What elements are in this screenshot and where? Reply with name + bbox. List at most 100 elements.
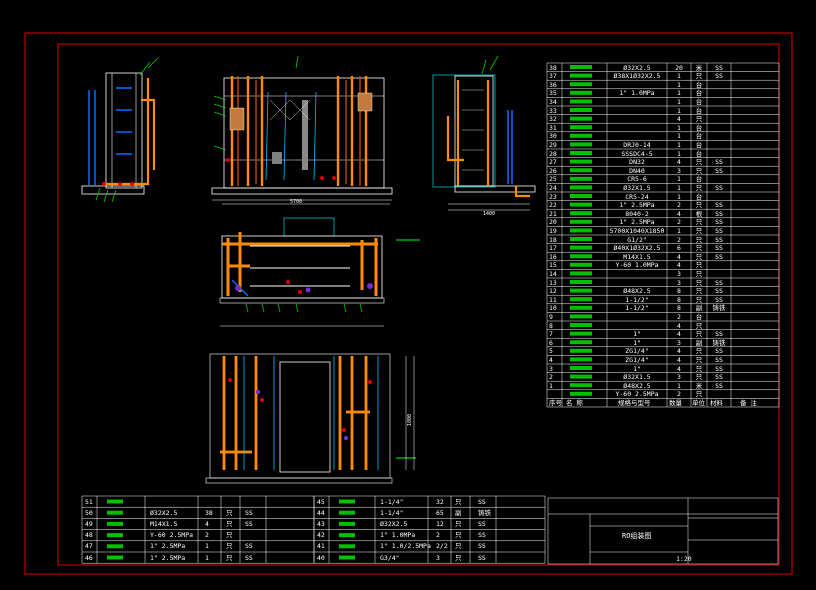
bom-name-block [570, 65, 592, 69]
bom-item-number: 4 [549, 355, 553, 364]
bom-item-qty: 65 [436, 508, 444, 517]
bom-item-number: 8 [549, 321, 553, 330]
bom-name-block [107, 533, 123, 538]
bom-item-qty: 1 [677, 72, 681, 81]
bom-header-cell: 名 称 [566, 398, 583, 407]
bom-name-block [570, 202, 592, 207]
bom-item-material: SS [715, 252, 723, 261]
bom-item-qty: 2 [677, 235, 681, 244]
bom-item-qty: 4 [677, 209, 681, 218]
bom-item-qty: 4 [677, 261, 681, 270]
bom-item-spec: Ø48X2.5 [623, 287, 651, 296]
bom-item-material: SS [245, 519, 253, 528]
bom-item-material: 铸铁 [712, 304, 726, 313]
bom-item-qty: 1 [677, 97, 681, 106]
bom-header-cell: 单位 [692, 398, 705, 407]
bom-name-block [570, 366, 592, 370]
bom-item-qty: 1 [205, 542, 209, 551]
bom-name-block [570, 245, 592, 250]
bom-name-block [570, 194, 592, 198]
bom-item-unit: 台 [695, 312, 703, 321]
bom-item-spec: 1" [633, 364, 641, 373]
bom-item-spec: G3/4" [380, 553, 400, 562]
bom-item-number: 11 [549, 295, 557, 304]
bom-item-number: 6 [549, 338, 553, 347]
bom-item-spec: Ø48X2.5 [623, 381, 651, 390]
bom-item-number: 27 [549, 158, 557, 167]
bom-name-block [570, 314, 592, 319]
bom-name-block [570, 280, 592, 284]
bom-item-number: 33 [549, 106, 557, 115]
bom-item-material: SS [245, 508, 253, 517]
bom-item-qty: 2 [677, 390, 681, 399]
bom-name-block [570, 168, 592, 173]
bom-item-unit: 只 [695, 158, 703, 167]
bom-item-qty: 1 [205, 553, 209, 562]
bom-item-spec: SSSDC4-5 [621, 149, 653, 158]
bom-item-number: 2 [549, 373, 553, 382]
bom-item-spec: Ø32X2.5 [150, 508, 178, 517]
drawing-scale: 1:20 [676, 555, 692, 563]
bom-item-qty: 1 [677, 183, 681, 192]
bom-item-qty: 4 [205, 519, 209, 528]
bom-item-number: 26 [549, 166, 557, 175]
bom-item-qty: 1 [677, 226, 681, 235]
bom-item-unit: 只 [695, 218, 703, 227]
bom-name-block [107, 544, 123, 549]
bom-item-material: SS [715, 218, 723, 227]
bom-item-material: SS [245, 553, 253, 562]
bom-name-block [570, 262, 592, 267]
bom-name-block [339, 510, 355, 515]
bom-item-material: SS [478, 531, 486, 540]
bom-item-number: 38 [549, 63, 557, 72]
bom-name-block [570, 90, 592, 95]
bom-item-material: SS [715, 209, 723, 218]
bom-name-block [339, 555, 355, 560]
side-view-right: 1400 [432, 55, 536, 217]
front-view-bottom: 1800 [205, 353, 416, 484]
bom-item-qty: 2 [677, 312, 681, 321]
bom-item-unit: 只 [695, 252, 703, 261]
bom-item-material: 铸铁 [712, 338, 726, 347]
bom-item-spec: Y-60 2.5MPa [150, 531, 194, 540]
bom-item-qty: 2/2 [436, 542, 448, 551]
bom-item-spec: DN32 [629, 158, 645, 167]
bom-name-block [570, 219, 592, 224]
bom-name-block [570, 142, 592, 147]
bom-item-unit: 只 [695, 364, 703, 373]
bom-item-number: 5 [549, 347, 553, 356]
bom-item-number: 9 [549, 312, 553, 321]
bom-item-number: 35 [549, 89, 557, 98]
title-block [547, 497, 779, 565]
bom-item-unit: 根 [695, 209, 703, 218]
bom-item-qty: 3 [677, 166, 681, 175]
bom-item-material: 铸铁 [478, 508, 491, 517]
bom-item-unit: 只 [695, 183, 703, 192]
bom-item-material: SS [715, 347, 723, 356]
bom-item-material: SS [715, 226, 723, 235]
bom-header-cell: 数量 [669, 398, 682, 407]
bom-item-number: 46 [85, 553, 93, 562]
bom-item-unit: 只 [455, 497, 462, 506]
bom-item-spec: Y-60 2.5MPa [615, 390, 659, 399]
bom-item-number: 48 [85, 531, 93, 540]
bom-item-number: 12 [549, 287, 557, 296]
bom-name-block [570, 323, 592, 327]
bom-item-qty: 3 [677, 373, 681, 382]
bom-item-material: SS [715, 381, 723, 390]
bom-item-unit: 只 [695, 244, 703, 253]
bom-item-spec: Ø32X1.5 [623, 183, 651, 192]
bom-item-qty: 4 [677, 347, 681, 356]
bom-name-block [107, 555, 123, 560]
bom-item-spec: DRJ0-14 [623, 140, 651, 149]
bom-item-number: 30 [549, 132, 557, 141]
bom-item-unit: 台 [695, 149, 703, 158]
bom-name-block [570, 357, 592, 362]
bom-name-block [107, 521, 123, 526]
bom-item-spec: G1/2" [627, 235, 647, 244]
bom-item-number: 22 [549, 201, 557, 210]
bom-item-number: 10 [549, 304, 557, 313]
bom-name-block [339, 499, 355, 504]
bom-item-material: SS [715, 330, 723, 339]
